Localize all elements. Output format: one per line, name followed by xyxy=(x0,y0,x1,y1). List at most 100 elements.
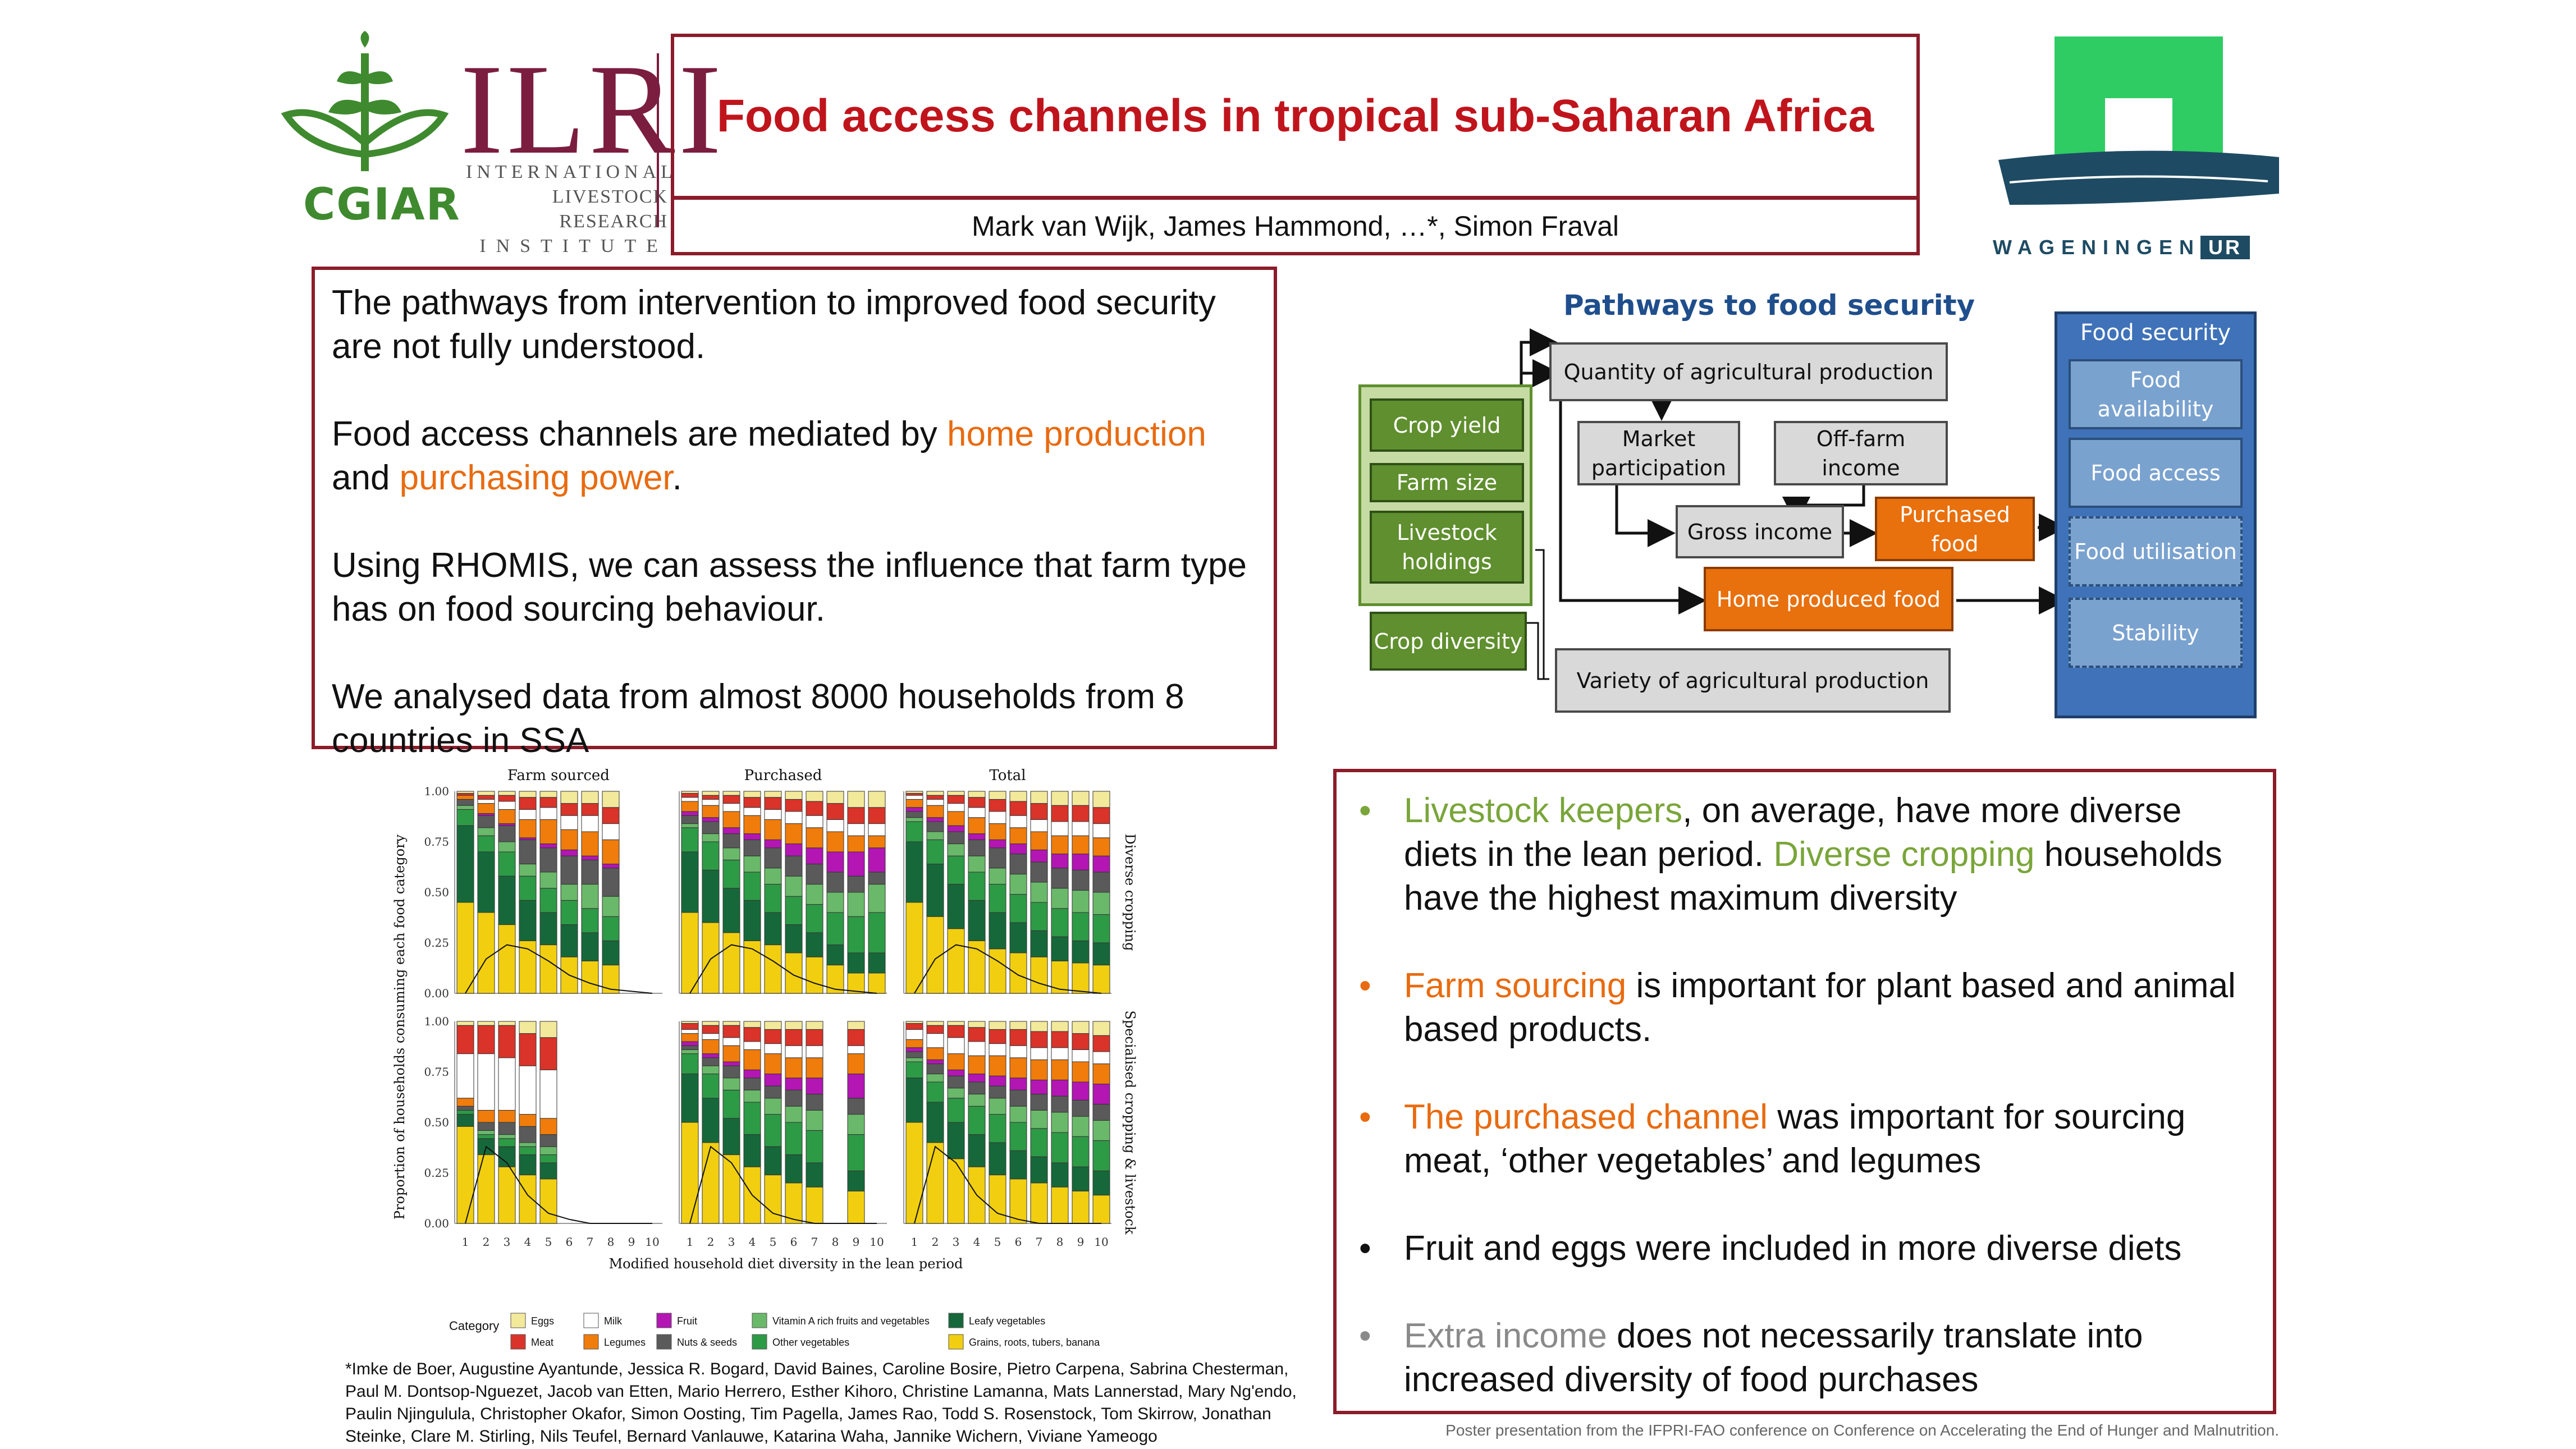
bar-segment-milk xyxy=(702,1033,720,1040)
bar-segment-eggs xyxy=(681,1021,699,1024)
food-utilisation-node: Food utilisation xyxy=(2069,516,2243,586)
bar-segment-fruit xyxy=(1072,1081,1090,1100)
bar-segment-meat xyxy=(947,795,965,804)
bar-segment-other_veg xyxy=(989,884,1006,913)
bar-segment-leafy xyxy=(989,912,1006,950)
bar-segment-leafy xyxy=(743,900,761,941)
bar-segment-vitA xyxy=(1030,1109,1048,1129)
bar-segment-legumes xyxy=(764,819,782,840)
legend-label-meat: Meat xyxy=(531,1337,553,1348)
bar-segment-milk xyxy=(785,811,803,824)
bar-segment-eggs xyxy=(1072,791,1090,806)
bar-segment-other_veg xyxy=(602,916,620,941)
bar-segment-grains xyxy=(702,922,720,994)
bar-segment-nuts xyxy=(1030,861,1048,883)
wageningen-wordmark: WAGENINGEN UR xyxy=(1993,236,2250,259)
bar-segment-vitA xyxy=(847,1114,865,1135)
bar-segment-vitA xyxy=(602,896,620,917)
bar-segment-nuts xyxy=(539,847,557,873)
bar-segment-legumes xyxy=(456,1098,474,1107)
density-curve xyxy=(914,944,1102,994)
bar-segment-meat xyxy=(764,797,782,810)
intro-p1: The pathways from intervention to improv… xyxy=(332,283,1216,366)
x-tick-label: 6 xyxy=(566,1235,573,1249)
density-curve xyxy=(465,944,653,994)
bar-segment-legumes xyxy=(868,835,886,849)
bar-segment-milk xyxy=(905,795,923,800)
bar-segment-other_veg xyxy=(868,912,886,953)
bar-segment-fruit xyxy=(581,855,599,860)
legend-label-milk: Milk xyxy=(604,1315,623,1327)
bar-segment-grains xyxy=(905,1122,923,1224)
bar-segment-milk xyxy=(498,801,516,810)
bar-segment-meat xyxy=(947,1025,965,1038)
bar-segment-leafy xyxy=(1092,1170,1110,1196)
bar-segment-grains xyxy=(681,912,699,994)
bar-segment-meat xyxy=(498,795,516,802)
bar-segment-nuts xyxy=(1009,854,1027,875)
bar-segment-leafy xyxy=(743,1134,761,1167)
bar-segment-eggs xyxy=(947,791,965,796)
bar-segment-other_veg xyxy=(806,904,823,933)
bar-segment-eggs xyxy=(743,1021,761,1028)
bar-segment-milk xyxy=(764,1043,782,1054)
bar-segment-fruit xyxy=(1030,849,1048,863)
y-axis-label: Proportion of households consuming each … xyxy=(392,834,408,1219)
bar-segment-legumes xyxy=(764,1053,782,1075)
bar-segment-other_veg xyxy=(785,896,803,925)
bar-segment-fruit xyxy=(926,1059,944,1065)
off-farm-income-node: Off-farm income xyxy=(1774,421,1948,485)
bar-segment-grains xyxy=(519,1175,537,1224)
bar-segment-leafy xyxy=(602,940,620,966)
bar-segment-meat xyxy=(785,799,803,812)
bar-segment-vitA xyxy=(826,892,844,913)
bar-segment-grains xyxy=(681,1122,699,1224)
density-curve xyxy=(689,1145,877,1224)
bar-segment-leafy xyxy=(989,1142,1006,1176)
bar-segment-other_veg xyxy=(826,912,844,946)
bar-segment-milk xyxy=(989,811,1006,824)
bar-segment-other_veg xyxy=(1009,894,1027,923)
bar-segment-leafy xyxy=(456,1114,474,1127)
bar-segment-nuts xyxy=(905,1051,923,1058)
x-tick-label: 9 xyxy=(853,1235,860,1249)
bar-segment-fruit xyxy=(702,817,720,822)
bar-segment-meat xyxy=(826,803,844,820)
bar-segment-leafy xyxy=(926,864,944,917)
bar-segment-nuts xyxy=(826,872,844,893)
bar-segment-legumes xyxy=(539,1118,557,1135)
bar-segment-nuts xyxy=(456,799,474,806)
bar-segment-legumes xyxy=(722,1045,740,1062)
bar-segment-nuts xyxy=(702,821,720,834)
bar-segment-leafy xyxy=(926,1102,944,1143)
bar-segment-grains xyxy=(806,1186,823,1224)
bar-segment-eggs xyxy=(989,1021,1006,1030)
bar-segment-fruit xyxy=(743,1069,761,1079)
bar-segment-milk xyxy=(785,1045,803,1058)
bar-segment-eggs xyxy=(702,1021,720,1026)
bar-segment-other_veg xyxy=(456,1109,474,1115)
bar-segment-milk xyxy=(1009,1045,1027,1058)
bar-segment-legumes xyxy=(1072,1061,1090,1083)
legend-label-eggs: Eggs xyxy=(531,1315,554,1327)
bar-segment-fruit xyxy=(806,1077,823,1095)
bar-segment-grains xyxy=(722,932,740,994)
x-axis-label: Modified household diet diversity in the… xyxy=(609,1256,963,1272)
bar-segment-meat xyxy=(1051,1031,1069,1048)
x-tick-label: 9 xyxy=(1077,1235,1085,1249)
bar-segment-eggs xyxy=(456,1021,474,1026)
bar-segment-leafy xyxy=(1030,930,1048,957)
bar-segment-meat xyxy=(1072,1033,1090,1050)
bar-segment-nuts xyxy=(498,825,516,842)
bar-segment-other_veg xyxy=(702,841,720,870)
bar-segment-other_veg xyxy=(681,1053,699,1075)
bar-segment-eggs xyxy=(519,791,537,798)
bar-segment-grains xyxy=(498,924,516,994)
row-label-0: Diverse cropping xyxy=(1122,834,1138,951)
bar-segment-other_veg xyxy=(519,875,537,901)
bar-segment-milk xyxy=(926,799,944,806)
bar-segment-legumes xyxy=(602,839,620,865)
bar-segment-meat xyxy=(1072,805,1090,822)
bar-segment-other_veg xyxy=(519,1146,537,1155)
bar-segment-other_veg xyxy=(477,835,495,852)
